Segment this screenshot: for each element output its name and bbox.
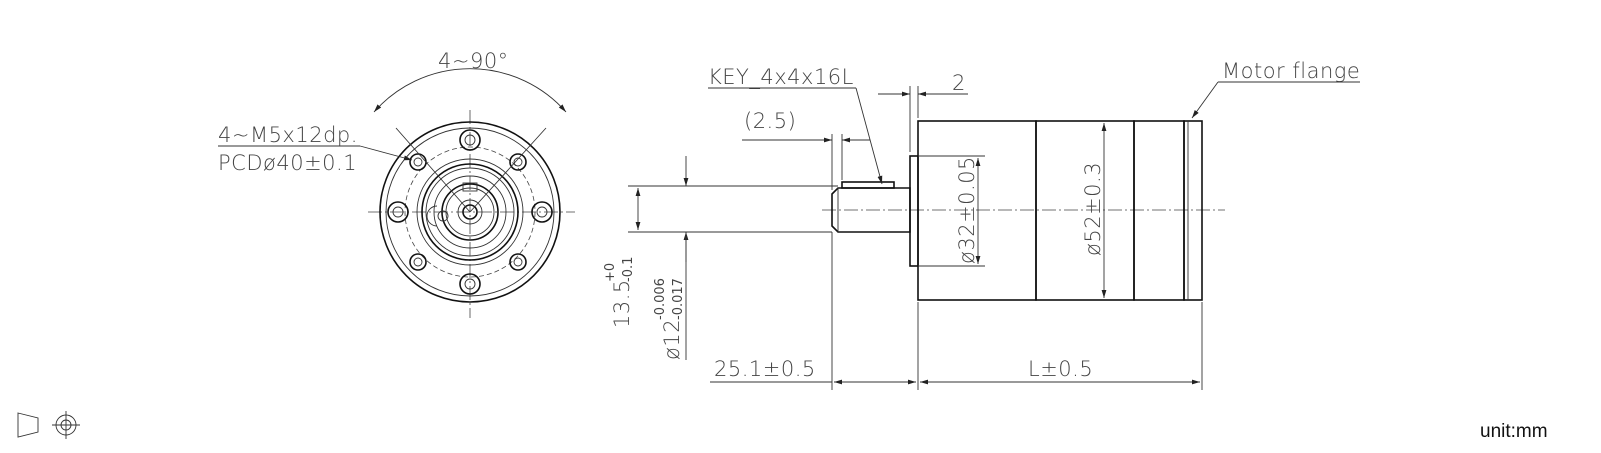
key-label: KEY_4x4x16L [708, 65, 854, 89]
unit-label: unit:mm [1480, 421, 1548, 442]
d12-tol-up: -0.006 [653, 278, 668, 320]
first-angle-projection-icon [17, 411, 80, 439]
gap-label: 2 [952, 71, 966, 95]
lenL-label: L±0.5 [1028, 357, 1093, 381]
len251-label: 25.1±0.5 [714, 357, 816, 381]
h135-label: 13.5 [610, 279, 634, 328]
flange-label: Motor flange [1222, 59, 1360, 83]
height-135-dimension: 13.5 +0 -0.1 [603, 257, 636, 328]
mounting-holes [387, 129, 553, 295]
d12-tol-dn: -0.017 [671, 278, 686, 320]
offset-label: (2.5) [744, 109, 796, 133]
side-view [822, 120, 1225, 301]
d32-label: ø32±0.05 [955, 156, 979, 264]
h135-tol-up: +0 [603, 263, 618, 282]
front-view [218, 68, 575, 318]
diameter-12-dimension: ø12 -0.006 -0.017 [653, 278, 686, 360]
h135-tol-dn: -0.1 [621, 257, 636, 282]
angle-label: 4~90° [438, 49, 509, 73]
d52-label: ø52±0.3 [1081, 162, 1105, 256]
d12-label: ø12 [660, 319, 684, 360]
thread-label: 4~M5x12dp. [218, 123, 358, 147]
pcd-label: PCDø40±0.1 [218, 151, 357, 175]
